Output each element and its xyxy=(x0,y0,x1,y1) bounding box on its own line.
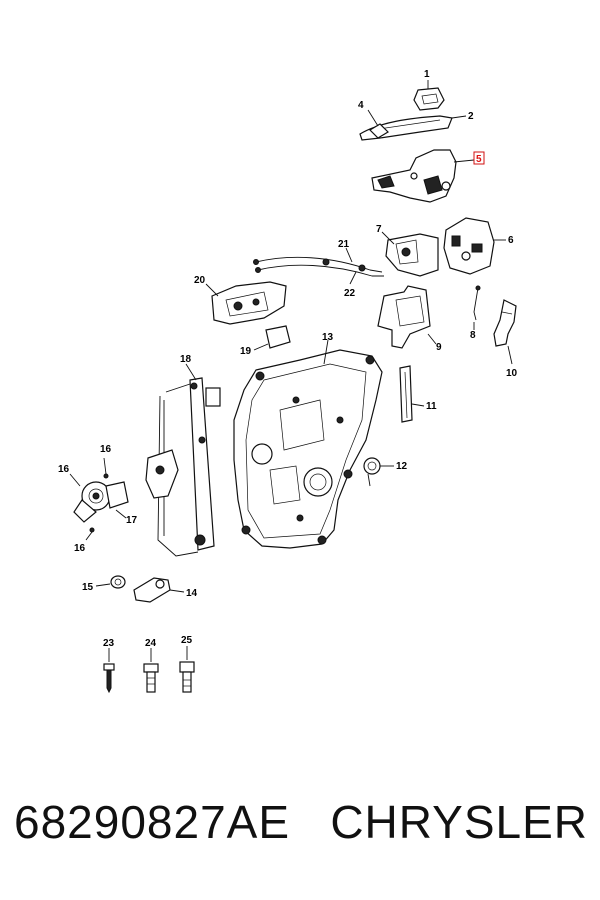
part-16-screws xyxy=(69,457,109,541)
part-10-lock-bracket xyxy=(493,299,517,365)
callout-21: 21 xyxy=(338,239,350,250)
callout-22: 22 xyxy=(344,288,356,299)
callout-11: 11 xyxy=(426,401,437,412)
part-number: 68290827AE xyxy=(14,796,291,848)
part-20-inside-handle xyxy=(205,281,287,325)
callout-7: 7 xyxy=(376,224,382,235)
callout-15: 15 xyxy=(82,582,94,593)
part-14-drive xyxy=(133,577,185,603)
part-12-clip xyxy=(363,457,394,487)
part-23-screw xyxy=(103,648,115,694)
part-2-exterior-handle xyxy=(359,109,467,141)
part-18-window-regulator xyxy=(145,363,221,557)
callout-25: 25 xyxy=(181,635,193,646)
callout-1: 1 xyxy=(424,69,430,80)
callout-16-top: 16 xyxy=(100,444,112,455)
part-6-door-latch xyxy=(443,217,506,275)
callout-5-highlight xyxy=(473,151,485,165)
footer: 68290827AE CHRYSLER xyxy=(0,795,600,865)
callout-8: 8 xyxy=(470,330,476,341)
callout-13: 13 xyxy=(322,332,334,343)
part-25-bolt xyxy=(179,646,195,693)
part-24-bolt xyxy=(143,648,159,693)
part-19-cap xyxy=(253,325,291,351)
callout-10: 10 xyxy=(506,368,518,379)
callout-12: 12 xyxy=(396,461,408,472)
callout-14: 14 xyxy=(186,588,198,599)
callout-17: 17 xyxy=(126,515,138,526)
callout-2: 2 xyxy=(468,111,474,122)
brand-name: CHRYSLER xyxy=(330,796,588,848)
callout-9: 9 xyxy=(436,342,442,353)
parts-diagram: 1 4 2 5 7 6 xyxy=(58,69,518,694)
callout-18: 18 xyxy=(180,354,192,365)
part-15-seal-ring xyxy=(95,575,126,589)
callout-16-left: 16 xyxy=(58,464,70,475)
callout-23: 23 xyxy=(103,638,115,649)
callout-16-bottom: 16 xyxy=(74,543,86,554)
callout-20: 20 xyxy=(194,275,206,286)
part-13-door-module xyxy=(233,339,383,549)
part-1-handle-cap xyxy=(413,80,445,111)
callout-24: 24 xyxy=(145,638,157,649)
callout-5: 5 xyxy=(476,154,482,165)
callout-4: 4 xyxy=(358,100,364,111)
part-11-seal-strip xyxy=(399,365,425,423)
part-7-latch-bracket xyxy=(381,231,439,277)
callout-6: 6 xyxy=(508,235,514,246)
part-21-22-cables xyxy=(253,247,384,285)
part-8-rod xyxy=(473,285,481,330)
part-17-window-motor xyxy=(73,481,129,523)
callout-19: 19 xyxy=(240,346,252,357)
part-9-bracket xyxy=(377,285,437,349)
part-5-handle-bracket xyxy=(371,149,475,203)
